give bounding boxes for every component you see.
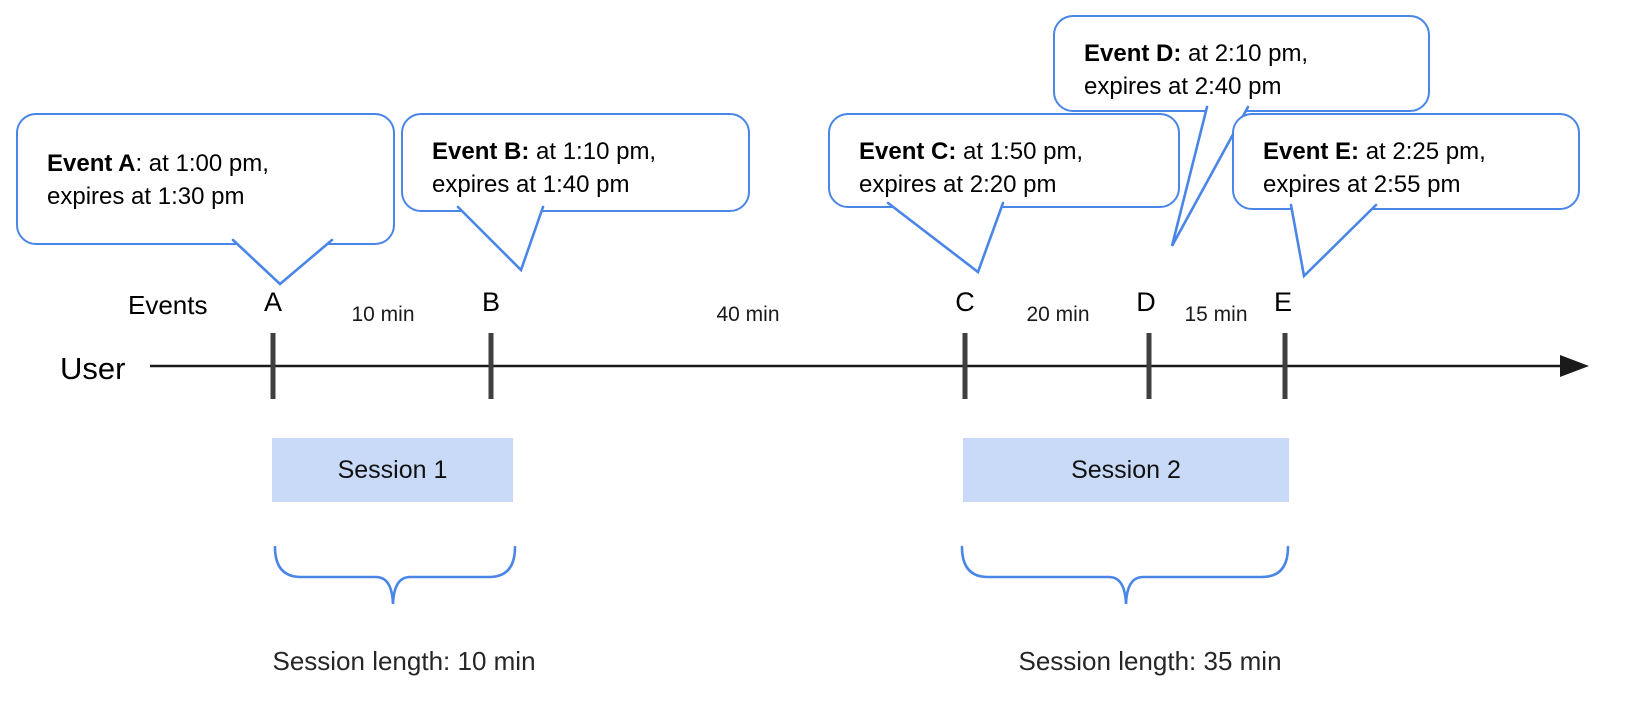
event-letter-a: A xyxy=(263,287,283,317)
event-d-callout: Event D: at 2:10 pm, expires at 2:40 pm xyxy=(1053,15,1430,112)
session-1-box: Session 1 xyxy=(272,438,513,502)
event-c-callout-time: at 1:50 pm, xyxy=(956,138,1084,165)
event-letter-d: D xyxy=(1136,287,1156,317)
event-a-callout-time: : at 1:00 pm, xyxy=(135,150,269,177)
duration-b-c: 40 min xyxy=(716,303,780,326)
event-c-callout-tail xyxy=(886,201,1005,275)
event-e-callout: Event E: at 2:25 pm, expires at 2:55 pm xyxy=(1232,113,1580,210)
user-axis-label: User xyxy=(60,351,126,386)
event-b-callout: Event B: at 1:10 pm, expires at 1:40 pm xyxy=(401,113,750,212)
event-letter-e: E xyxy=(1273,287,1293,317)
session-2-label: Session 2 xyxy=(1071,455,1181,484)
event-e-callout-expiry: expires at 2:55 pm xyxy=(1263,171,1461,198)
session-2-length-label: Session length: 35 min xyxy=(1018,646,1282,676)
session-2-box: Session 2 xyxy=(963,438,1289,502)
duration-c-d: 20 min xyxy=(1026,303,1090,326)
duration-a-b: 10 min xyxy=(351,303,415,326)
event-letter-b: B xyxy=(481,287,501,317)
duration-d-e: 15 min xyxy=(1184,303,1248,326)
event-c-callout-expiry: expires at 2:20 pm xyxy=(859,171,1057,198)
arrowhead-icon xyxy=(1560,355,1589,377)
event-d-callout-time: at 2:10 pm, xyxy=(1181,40,1309,67)
event-c-callout-title: Event C: xyxy=(859,138,957,165)
session-1-length-label: Session length: 10 min xyxy=(272,646,536,676)
event-b-callout-expiry: expires at 1:40 pm xyxy=(432,171,630,198)
event-b-callout-title: Event B: xyxy=(432,138,530,165)
event-e-callout-title: Event E: xyxy=(1263,138,1360,165)
event-b-callout-time: at 1:10 pm, xyxy=(529,138,657,165)
event-a-callout-expiry: expires at 1:30 pm xyxy=(47,183,245,210)
event-d-callout-expiry: expires at 2:40 pm xyxy=(1084,73,1282,100)
event-b-callout-tail xyxy=(456,205,545,273)
event-e-callout-tail xyxy=(1289,203,1378,279)
event-letter-c: C xyxy=(955,287,975,317)
event-c-callout: Event C: at 1:50 pm, expires at 2:20 pm xyxy=(828,113,1180,208)
event-a-callout: Event A: at 1:00 pm, expires at 1:30 pm xyxy=(16,113,395,245)
events-row-label: Events xyxy=(128,290,208,320)
session-1-brace xyxy=(273,545,517,605)
event-a-callout-title: Event A xyxy=(47,150,136,177)
event-d-callout-title: Event D: xyxy=(1084,40,1182,67)
session-2-brace xyxy=(960,545,1290,605)
session-1-label: Session 1 xyxy=(337,455,448,484)
event-ticks xyxy=(270,333,1288,399)
event-e-callout-time: at 2:25 pm, xyxy=(1359,138,1486,165)
event-a-callout-tail xyxy=(231,238,334,286)
